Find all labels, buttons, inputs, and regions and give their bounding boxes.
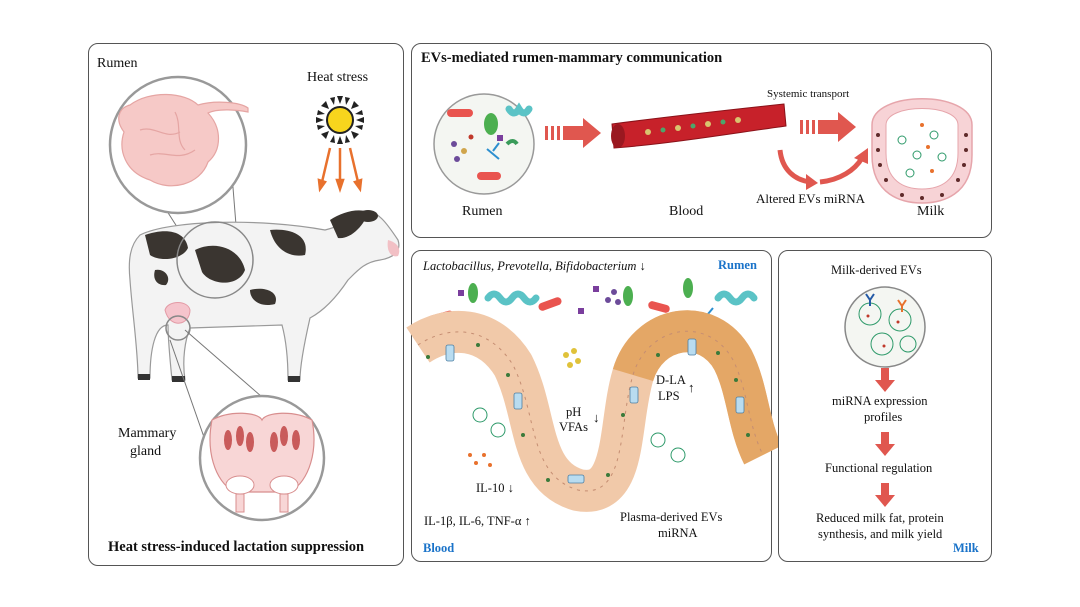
vfas-label: VFAs (559, 420, 588, 434)
top-rumen-label: Rumen (462, 204, 503, 219)
alveolus-icon (871, 98, 973, 204)
flow-arrow-3 (875, 483, 895, 507)
step1-line2: profiles (864, 410, 903, 424)
sun-icon (316, 96, 364, 193)
step1-line1: miRNA expression (832, 394, 928, 408)
mammary-label-line2: gland (130, 444, 162, 459)
cow-illustration (128, 210, 400, 382)
flow-arrow-2 (875, 432, 895, 456)
arrow-rumen-to-blood (545, 118, 601, 148)
lps-label: LPS (658, 389, 680, 403)
rumen-tag: Rumen (718, 258, 757, 272)
dla-label: D-LA (656, 373, 686, 387)
milk-tag: Milk (953, 541, 979, 555)
dla-lps-arrow: ↑ (688, 380, 695, 395)
il10-label: IL-10 ↓ (476, 481, 514, 495)
milk-evs-title: Milk-derived EVs (831, 263, 922, 277)
top-milk-label: Milk (917, 204, 945, 219)
systemic-transport-label: Systemic transport (767, 88, 850, 100)
milk-ev-circle (844, 286, 926, 368)
arrow-blood-to-milk (800, 112, 856, 142)
plasma-evs-line1: Plasma-derived EVs (620, 510, 723, 524)
rumen-label: Rumen (97, 56, 138, 71)
rumen-microbe-circle (433, 93, 535, 195)
step2-label: Functional regulation (825, 461, 933, 475)
mammary-label-line1: Mammary (118, 426, 177, 441)
flow-arrow-1 (875, 368, 895, 392)
top-blood-label: Blood (669, 204, 704, 219)
cytokines-label: IL-1β, IL-6, TNF-α ↑ (424, 514, 531, 528)
top-panel-title: EVs-mediated rumen-mammary communication (421, 50, 723, 66)
intestinal-villi (406, 310, 783, 512)
step3-line1: Reduced milk fat, protein (816, 511, 944, 525)
curved-arrows (777, 148, 868, 190)
plasma-evs-line2: miRNA (658, 526, 698, 540)
ph-vfa-arrow: ↓ (593, 410, 600, 425)
step3-line2: synthesis, and milk yield (818, 527, 943, 541)
bacteria-label: Lactobacillus, Prevotella, Bifidobacteri… (423, 259, 646, 273)
left-panel-caption: Heat stress-induced lactation suppressio… (108, 539, 365, 555)
altered-evs-label: Altered EVs miRNA (756, 191, 866, 206)
blood-vessel-icon (611, 103, 787, 149)
ph-label: pH (566, 405, 582, 419)
heat-stress-label: Heat stress (307, 70, 369, 85)
blood-tag: Blood (423, 541, 455, 555)
